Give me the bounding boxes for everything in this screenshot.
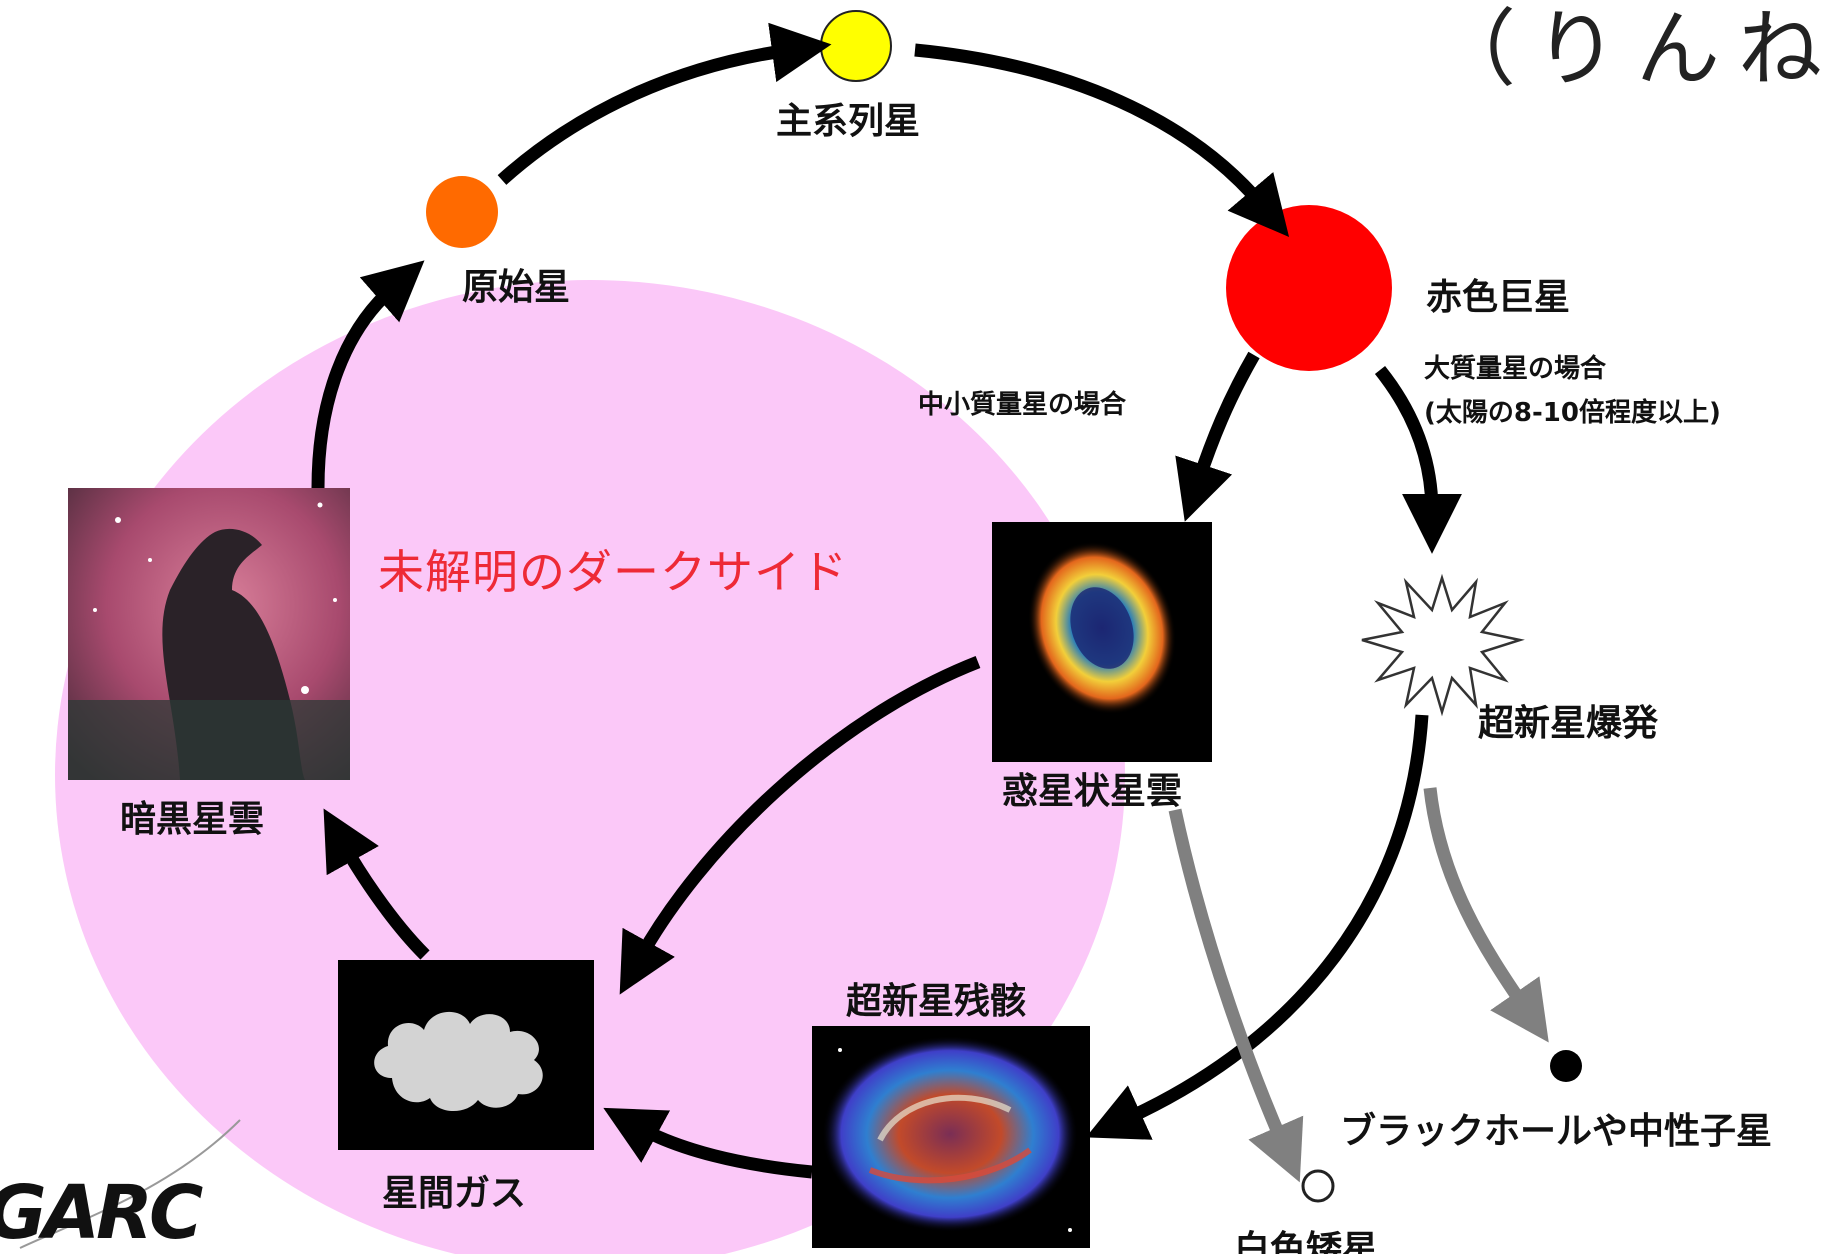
interstellar-gas-image	[338, 960, 594, 1150]
label-dark-nebula: 暗黒星雲	[120, 799, 265, 840]
logo-swoosh	[19, 1119, 241, 1249]
main-sequence-star-icon	[820, 10, 892, 82]
label-planetary-nebula: 惑星状星雲	[1002, 771, 1183, 812]
supernova-remnant-image	[812, 1026, 1090, 1248]
label-dark-side: 未解明のダークサイド	[378, 545, 848, 599]
label-high-mass-branch: 大質量星の場合	[1424, 354, 1607, 384]
arrow-supernova-to-remnant	[1085, 714, 1429, 1140]
label-low-mass-branch: 中小質量星の場合	[918, 390, 1127, 420]
arrow-remnant-to-gas	[603, 1107, 813, 1179]
logo: GARC	[0, 1170, 203, 1254]
arrow-gas-to-dark-nebula	[323, 808, 430, 960]
label-red-giant: 赤色巨星	[1426, 277, 1571, 318]
label-supernova: 超新星爆発	[1478, 703, 1659, 744]
arrow-protostar-to-main-sequence	[497, 22, 832, 185]
arrow-main-sequence-to-red-giant	[914, 43, 1290, 237]
dark-nebula-image	[68, 488, 350, 780]
label-protostar: 原始星	[462, 267, 571, 308]
arrow-planetary-nebula-to-gas	[619, 655, 981, 995]
page-title-partial: （りんね）	[1432, 0, 1841, 98]
label-high-mass-condition: (太陽の8-10倍程度以上)	[1424, 398, 1721, 428]
protostar-icon	[426, 176, 498, 248]
white-dwarf-icon	[1301, 1169, 1335, 1203]
arrow-to-black-hole	[1423, 787, 1549, 1043]
arrow-red-giant-to-planetary-nebula	[1175, 351, 1260, 522]
label-supernova-remnant: 超新星残骸	[846, 981, 1027, 1022]
label-white-dwarf: 白色矮星	[1234, 1229, 1379, 1254]
black-hole-icon	[1550, 1050, 1582, 1082]
arrow-to-white-dwarf	[1168, 808, 1304, 1183]
planetary-nebula-image	[992, 522, 1212, 762]
label-black-hole: ブラックホールや中性子星	[1340, 1111, 1773, 1152]
cloud-icon	[374, 1011, 543, 1112]
label-main-sequence: 主系列星	[776, 101, 921, 142]
starburst-icon	[1361, 573, 1525, 717]
red-giant-star-icon	[1226, 205, 1392, 371]
label-interstellar-gas: 星間ガス	[382, 1173, 527, 1214]
arrow-dark-nebula-to-protostar	[311, 260, 425, 489]
arrow-red-giant-to-supernova	[1374, 365, 1462, 554]
